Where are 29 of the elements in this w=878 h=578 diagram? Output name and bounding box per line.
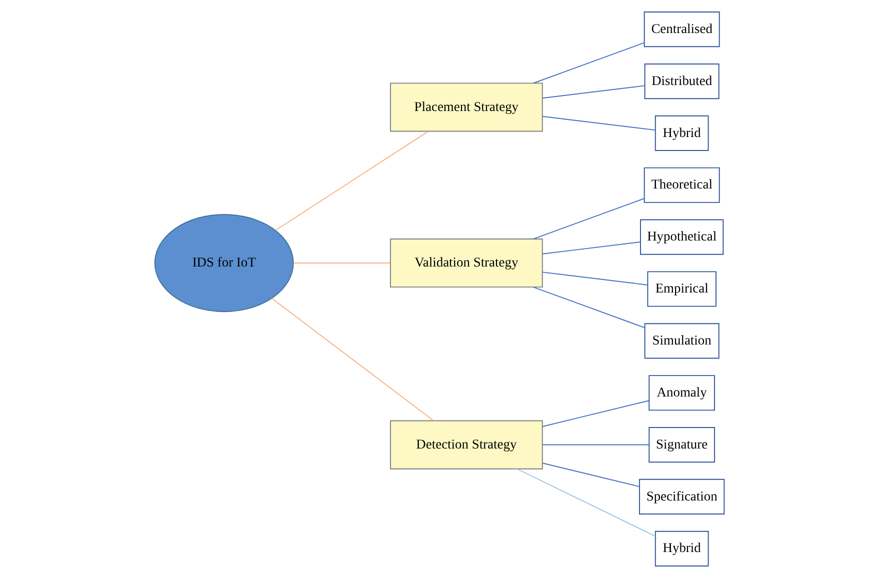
node-box: Hypothetical xyxy=(640,219,724,255)
connector xyxy=(542,462,640,488)
node-box: Detection Strategy xyxy=(389,420,542,470)
connector xyxy=(532,198,644,240)
connector xyxy=(271,298,434,422)
node-box: Simulation xyxy=(644,323,719,359)
node-box: Placement Strategy xyxy=(389,82,542,132)
node-box: Theoretical xyxy=(643,167,720,203)
node-box: Validation Strategy xyxy=(389,238,542,288)
connector xyxy=(542,444,650,446)
connector xyxy=(516,468,656,537)
node-ellipse: IDS for IoT xyxy=(154,214,294,312)
connector xyxy=(542,272,648,286)
connector xyxy=(542,85,645,99)
node-box: Signature xyxy=(648,427,715,463)
node-box: Hybrid xyxy=(654,530,708,566)
node-box: Anomaly xyxy=(648,375,715,411)
connector xyxy=(542,400,650,427)
node-box: Specification xyxy=(638,478,724,514)
connector xyxy=(292,262,390,264)
connector xyxy=(532,286,645,328)
node-box: Centralised xyxy=(643,12,720,48)
connector xyxy=(542,116,656,131)
node-box: Empirical xyxy=(646,271,716,307)
connector xyxy=(542,242,640,254)
node-box: Hybrid xyxy=(654,115,708,151)
connector xyxy=(532,42,644,84)
node-box: Distributed xyxy=(644,64,719,100)
connector xyxy=(274,130,428,231)
